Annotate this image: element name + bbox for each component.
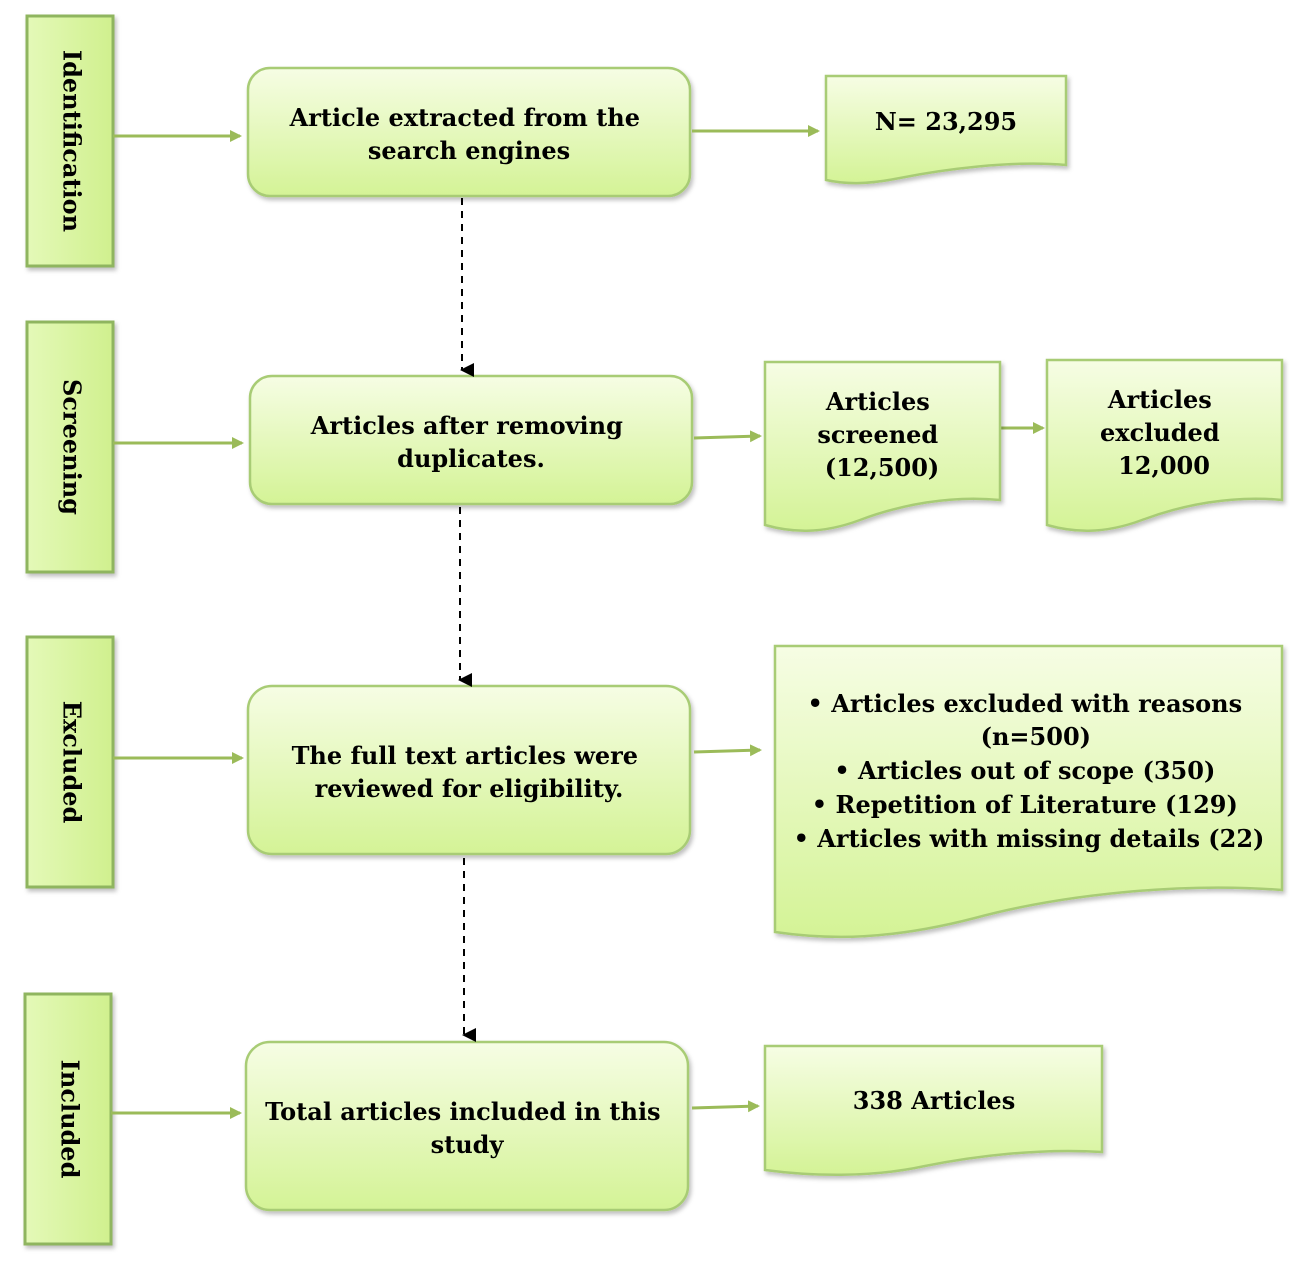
outcome-included: 338 Articles (763, 1044, 1104, 1177)
outcome-excluded-screening: Articles excluded 12,000 (1045, 358, 1284, 532)
svg-text:• Articles excluded with reaso: • Articles excluded with reasons (n=500)… (794, 689, 1265, 853)
process-line: The full text articles were (292, 741, 639, 770)
stage-label: Identification (58, 50, 87, 232)
stage-excluded: Excluded (25, 635, 115, 889)
reason-item: • Articles with missing details (22) (794, 824, 1265, 853)
outcome-arrow (693, 430, 762, 443)
outcome-line: screened (817, 420, 938, 449)
svg-text:Articles excluded: Articles excluded 12,000 (1100, 385, 1228, 480)
process-box-included: Total articles included in this study (244, 1040, 690, 1212)
svg-text:Articles screened: Articles screened (12,500) (817, 387, 946, 482)
stage-label: Excluded (58, 701, 87, 824)
svg-text:Articles after removing: Articles after removing duplicates. (310, 411, 632, 473)
process-box-duplicates: Articles after removing duplicates. (248, 374, 694, 506)
process-box-fulltext: The full text articles were reviewed for… (246, 684, 692, 856)
svg-text:Article extracted from the: Article extracted from the search engine… (289, 103, 649, 165)
process-box-extracted: Article extracted from the search engine… (246, 66, 692, 198)
outcome-arrow (693, 744, 762, 757)
outcome-excluded-reasons: • Articles excluded with reasons (n=500)… (773, 644, 1284, 939)
outcome-line: excluded (1100, 418, 1220, 447)
outcome-line: N= 23,295 (875, 107, 1017, 136)
stage-screening: Screening (25, 320, 115, 574)
outcome-line: Articles (1107, 385, 1212, 414)
stage-identification: Identification (25, 14, 115, 268)
process-line: Articles after removing (310, 411, 623, 440)
reason-item: • Repetition of Literature (129) (812, 790, 1238, 819)
process-line: Article extracted from the (289, 103, 640, 132)
stage-label: Included (56, 1060, 85, 1179)
reason-item: (n=500) (981, 722, 1091, 751)
stage-label: Screening (58, 379, 87, 515)
process-line: study (431, 1130, 505, 1159)
outcome-line: 338 Articles (853, 1086, 1015, 1115)
process-line: Total articles included in this (265, 1097, 661, 1126)
stage-included: Included (23, 992, 113, 1246)
svg-text:Total articles included in thi: Total articles included in this study (265, 1097, 669, 1159)
outcome-line: Articles (825, 387, 930, 416)
outcome-arrow (691, 1100, 760, 1113)
process-line: duplicates. (397, 444, 545, 473)
process-line: search engines (368, 136, 570, 165)
svg-text:N= 23,295: N= 23,295 (875, 107, 1017, 136)
process-line: reviewed for eligibility. (315, 774, 624, 803)
svg-text:338 Articles: 338 Articles (853, 1086, 1015, 1115)
outcome-line: (12,500) (825, 453, 940, 482)
outcome-screened: Articles screened (12,500) (763, 360, 1002, 532)
outcome-line: 12,000 (1118, 451, 1210, 480)
reason-item: • Articles out of scope (350) (834, 756, 1215, 785)
outcome-identified: N= 23,295 (824, 74, 1068, 185)
reason-item: • Articles excluded with reasons (808, 689, 1243, 718)
svg-text:The full text articles were: The full text articles were reviewed for… (292, 741, 647, 803)
